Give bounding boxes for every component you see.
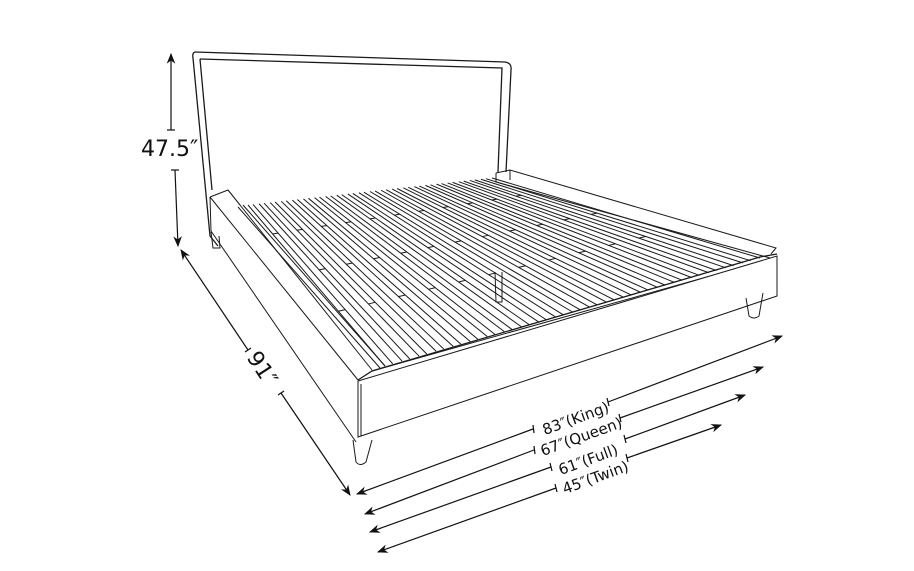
- front-left-leg: [352, 439, 373, 465]
- width-dimension-queen: [363, 366, 765, 515]
- width-dimension-twin: [376, 424, 723, 553]
- height-dimension-line: [166, 52, 182, 248]
- headboard: [192, 51, 512, 247]
- width-dimension-king: [355, 335, 784, 495]
- width-dimension-full: [368, 394, 747, 533]
- front-rail: [357, 253, 778, 438]
- length-dimension-line: [180, 249, 351, 496]
- back-left-leg: [210, 231, 221, 249]
- slat-deck: [237, 177, 761, 369]
- height-label: 47.5″: [141, 137, 199, 162]
- front-right-leg: [745, 292, 764, 319]
- left-side-rail: [209, 189, 373, 443]
